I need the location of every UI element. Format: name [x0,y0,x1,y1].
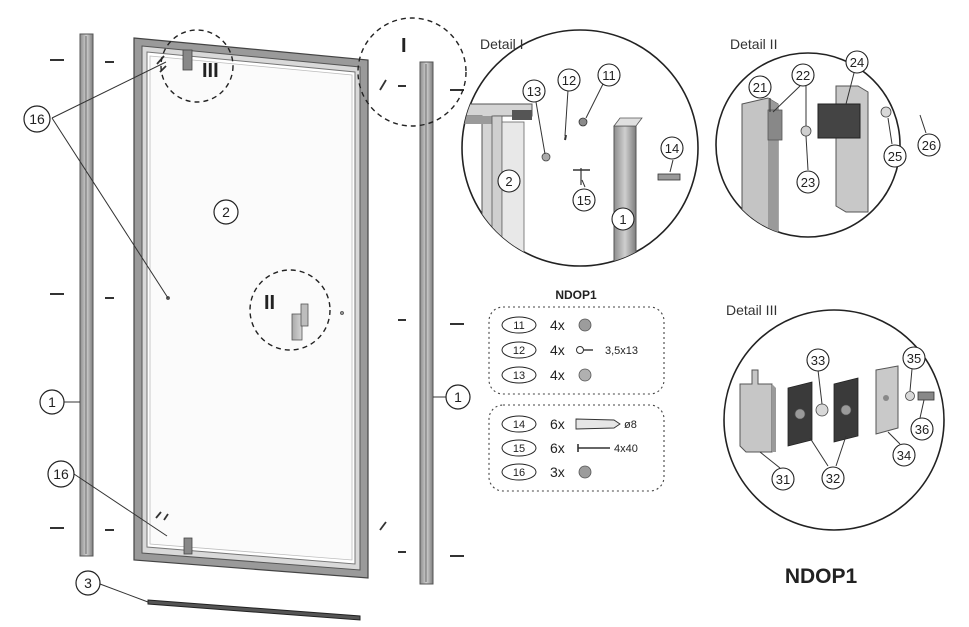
parts-row-13-part: 13 [513,370,525,382]
detail-I-label-13: 13 [527,84,541,99]
detail-I-label-2: 2 [505,174,512,189]
long-screw-icon [577,444,610,452]
parts-row-15-part: 15 [513,443,525,455]
parts-row-16-part: 16 [513,467,525,479]
parts-row-14-part: 14 [513,419,525,431]
detail-III: 33 35 36 31 32 34 [723,309,945,531]
callout-3-seal: 3 [84,575,92,591]
detail-II-label-24: 24 [850,55,864,70]
detail-II-label-26: 26 [922,138,936,153]
callout-leaders [51,61,446,603]
detail-III-label-35: 35 [907,351,921,366]
marker-label-I: I [401,35,407,57]
cap-nut-icon [578,318,592,332]
parts-row-16-qty: 3x [550,464,565,480]
parts-row-12-qty: 4x [550,342,565,358]
parts-row-11: 11 4x [501,316,592,334]
detail-I-label-12: 12 [562,73,576,88]
cover-cap-icon [578,465,592,479]
detail-II: 21 22 24 25 26 23 [715,50,941,238]
marker-circle-I: I [357,17,467,127]
detail-I-label-15: 15 [577,193,591,208]
handle [291,303,309,341]
small-screw-icon [576,346,593,354]
parts-row-14-qty: 6x [550,416,565,432]
detail-II-label-22: 22 [796,68,810,83]
marker-circle-III: III [160,29,234,103]
detail-II-label-25: 25 [888,149,902,164]
parts-table: NDOP1 11 4x 12 4x 3,5x13 13 4x [488,288,665,492]
parts-row-13-qty: 4x [550,367,565,383]
detail-III-title: Detail III [726,302,777,318]
parts-row-12-spec: 3,5x13 [605,345,638,357]
detail-III-label-33: 33 [811,353,825,368]
left-wall-profile [79,33,94,557]
parts-row-15: 15 6x 4x40 [501,439,638,457]
detail-III-label-36: 36 [915,422,929,437]
callout-2-glass: 2 [222,204,230,220]
glass-panel [149,55,353,561]
marker-label-II: II [264,292,275,314]
detail-III-label-31: 31 [776,472,790,487]
door-frame [133,37,369,579]
detail-I-label-1: 1 [619,212,626,227]
detail-II-label-23: 23 [801,175,815,190]
detail-I-title: Detail I [480,36,524,52]
callout-circles [23,105,471,596]
detail-I: 13 12 11 14 2 15 1 [461,29,699,267]
wall-plug-icon [575,418,621,430]
callout-16-top: 16 [29,111,45,127]
parts-row-15-qty: 6x [550,440,565,456]
washer-icon [578,368,592,382]
right-screws [398,85,464,557]
parts-row-14-spec: ø8 [624,419,637,431]
model-name: NDOP1 [785,565,858,588]
detail-II-label-21: 21 [753,80,767,95]
right-wall-profile [419,61,434,585]
parts-row-14: 14 6x ø8 [501,415,637,433]
detail-I-label-14: 14 [665,141,679,156]
callout-16-bottom: 16 [53,466,69,482]
parts-row-15-spec: 4x40 [614,443,638,455]
detail-III-label-32: 32 [826,471,840,486]
detail-I-label-11: 11 [602,68,616,83]
parts-row-12: 12 4x 3,5x13 [501,341,638,359]
callout-1-right: 1 [454,389,462,405]
callout-1-left: 1 [48,394,56,410]
parts-row-11-qty: 4x [550,317,565,333]
marker-label-III: III [202,60,219,82]
parts-row-16: 16 3x [501,463,592,481]
detail-III-label-34: 34 [897,448,911,463]
left-screws [50,59,114,531]
parts-row-11-part: 11 [513,320,524,332]
parts-row-12-part: 12 [513,345,525,357]
door-screws [155,55,387,531]
detail-II-title: Detail II [730,36,777,52]
bottom-seal [147,599,361,621]
parts-row-13: 13 4x [501,366,592,384]
parts-table-title: NDOP1 [555,288,597,302]
marker-circle-II: II [249,269,331,351]
